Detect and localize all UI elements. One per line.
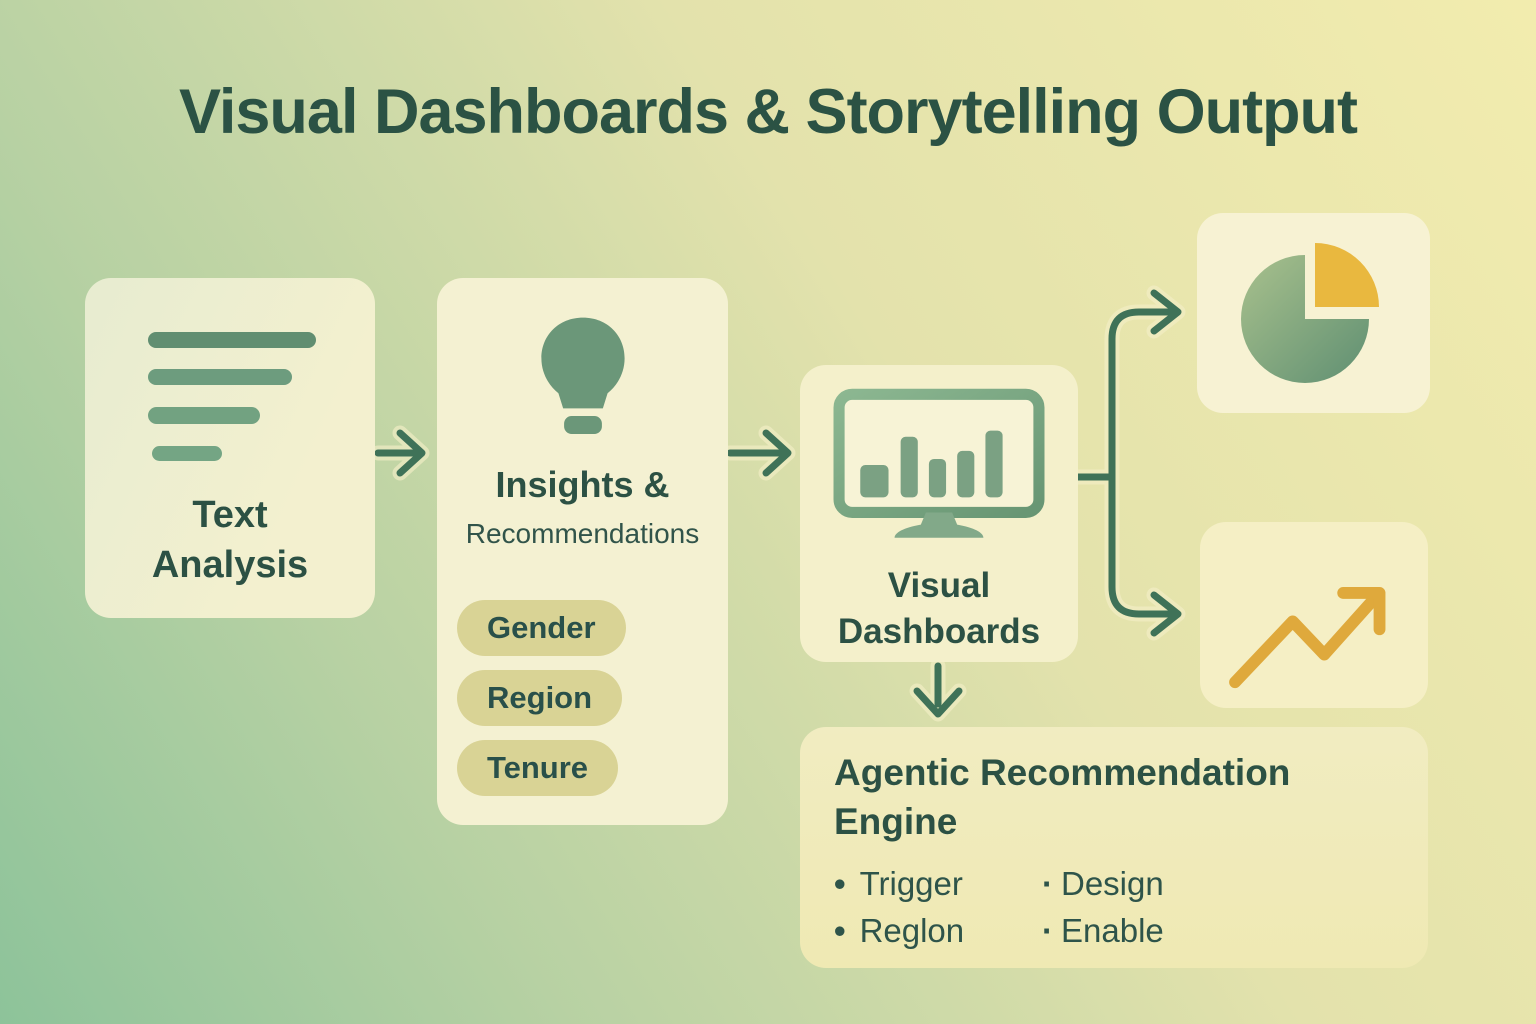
arrow-dashboards-to-charts (1074, 289, 1182, 637)
bullet-dot: · (1042, 865, 1053, 902)
lightbulb-icon (540, 317, 625, 434)
arrow-dashboards-to-engine (913, 662, 963, 718)
bullet-dot: · (1042, 912, 1053, 949)
bullet-dot: • (834, 912, 846, 949)
node-trend-chart (1200, 522, 1428, 708)
page-title: Visual Dashboards & Storytelling Output (179, 77, 1358, 147)
text-analysis-label: Text Analysis (151, 494, 309, 587)
engine-bullet-list: •Trigger ·Design •Reglon ·Enable (834, 865, 1164, 950)
tag-pill-region: Region (457, 670, 623, 726)
arrow-text-to-insights (374, 429, 426, 477)
node-agentic-engine: Agentic Recommendation Engine •Trigger ·… (800, 727, 1428, 968)
text-line-bar (152, 446, 222, 461)
bullet-design: ·Design (1042, 865, 1164, 902)
tag-pill-tenure: Tenure (457, 740, 619, 796)
arrow-insights-to-dashboards (726, 429, 792, 477)
node-text-analysis: Text Analysis (85, 278, 375, 618)
text-line-bar (148, 332, 316, 348)
monitor-bar-chart-icon (833, 388, 1045, 538)
pie-chart-icon (1241, 243, 1379, 383)
visual-dashboards-label: Visual Dashboards (837, 566, 1041, 651)
bullet-reglon: •Reglon (834, 912, 965, 949)
bar-chart-bars (860, 430, 1003, 498)
trend-up-icon (1229, 587, 1386, 689)
text-line-bar (148, 407, 260, 424)
engine-heading: Agentic Recommendation Engine (834, 752, 1291, 842)
tag-pill-gender: Gender (457, 600, 626, 656)
insights-heading: Insights & (495, 464, 670, 505)
text-line-bar (148, 369, 292, 385)
node-visual-dashboards: Visual Dashboards (800, 365, 1078, 662)
bullet-dot: • (834, 865, 846, 902)
node-insights: Insights & Recommendations Gender Region… (437, 278, 728, 825)
bullet-trigger: •Trigger (834, 865, 963, 902)
insights-subheading: Recommendations (465, 518, 700, 549)
insights-tag-list: Gender Region Tenure (457, 600, 626, 796)
bullet-enable: ·Enable (1042, 912, 1164, 949)
text-lines-icon (148, 332, 318, 464)
node-pie-chart (1197, 213, 1430, 413)
